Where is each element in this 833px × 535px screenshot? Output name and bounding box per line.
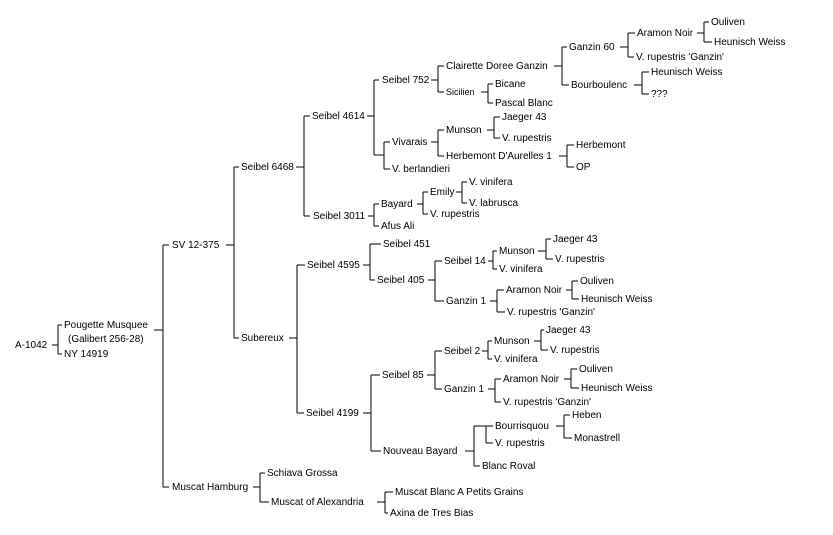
node-pascal-blanc: Pascal Blanc	[495, 98, 553, 109]
node-heunisch-2: Heunisch Weiss	[651, 67, 723, 78]
node-vrup-1: V. rupestris	[502, 133, 552, 144]
node-vrup-ganzin-2: V. rupestris 'Ganzin'	[507, 307, 595, 318]
node-heunisch-1: Heunisch Weiss	[714, 37, 786, 48]
node-labrusca: V. labrusca	[469, 198, 519, 209]
node-monastrell: Monastrell	[574, 433, 620, 444]
node-seibel-85: Seibel 85	[382, 370, 424, 381]
node-ganzin-60: Ganzin 60	[569, 42, 615, 53]
node-axina: Axina de Tres Bias	[390, 508, 473, 519]
node-seibel-4614: Seibel 4614	[312, 111, 365, 122]
node-emily: Emily	[430, 187, 454, 198]
node-vrup-ganzin-3: V. rupestris 'Ganzin'	[503, 397, 591, 408]
node-muscat-alexandria: Muscat of Alexandria	[271, 497, 364, 508]
node-clairette: Clairette Doree Ganzin	[446, 61, 548, 72]
node-seibel-2: Seibel 2	[444, 346, 481, 357]
node-jaeger-2: Jaeger 43	[553, 234, 598, 245]
node-ganzin-1-b: Ganzin 1	[444, 384, 484, 395]
node-unknown: ???	[651, 89, 668, 100]
node-bayard: Bayard	[381, 199, 413, 210]
node-jaeger-1: Jaeger 43	[502, 112, 547, 123]
node-pougette: Pougette Musquee	[64, 320, 148, 331]
node-seibel-752: Seibel 752	[382, 75, 430, 86]
node-op: OP	[576, 162, 591, 173]
node-seibel-4199: Seibel 4199	[306, 408, 359, 419]
node-vrup-2: V. rupestris	[430, 209, 480, 220]
node-vivarais: Vivarais	[392, 137, 427, 148]
connectors	[52, 21, 712, 514]
node-aramon-noir-1: Aramon Noir	[637, 28, 694, 39]
node-vinifera-2: V. vinifera	[499, 264, 543, 275]
node-bourrisquou: Bourrisquou	[495, 421, 549, 432]
node-schiava-grossa: Schiava Grossa	[267, 468, 338, 479]
node-seibel-14: Seibel 14	[444, 256, 486, 267]
node-ouliven-3: Ouliven	[579, 364, 613, 375]
node-seibel-4595: Seibel 4595	[307, 260, 360, 271]
node-blanc-roval: Blanc Roval	[482, 461, 535, 472]
node-afus-ali: Afus Ali	[381, 221, 414, 232]
node-munson-3: Munson	[494, 336, 530, 347]
node-vrup-4: V. rupestris	[550, 345, 600, 356]
node-heben: Heben	[572, 410, 601, 421]
node-pougette-note: (Galibert 256-28)	[68, 334, 144, 345]
node-sv12-375: SV 12-375	[172, 240, 220, 251]
node-vinifera-1: V. vinifera	[469, 177, 513, 188]
node-herbemont-aurelles: Herbemont D'Aurelles 1	[446, 151, 552, 162]
node-vinifera-3: V. vinifera	[494, 354, 538, 365]
node-berlandieri: V. berlandieri	[392, 164, 450, 175]
node-root: A-1042	[15, 340, 48, 351]
node-vrup-ganzin-1: V. rupestris 'Ganzin'	[636, 52, 724, 63]
node-jaeger-3: Jaeger 43	[546, 325, 591, 336]
node-ouliven-2: Ouliven	[580, 276, 614, 287]
node-nouveau-bayard: Nouveau Bayard	[383, 446, 458, 457]
node-subereux: Subereux	[241, 333, 284, 344]
node-vrup-5: V. rupestris	[495, 438, 545, 449]
node-sicilien: Sicilien	[446, 87, 475, 97]
node-ouliven-1: Ouliven	[711, 17, 745, 28]
node-aramon-noir-3: Aramon Noir	[503, 374, 560, 385]
node-seibel-451: Seibel 451	[383, 239, 431, 250]
node-vrup-3: V. rupestris	[555, 254, 605, 265]
node-muscat-hamburg: Muscat Hamburg	[172, 482, 248, 493]
node-muscat-blanc: Muscat Blanc A Petits Grains	[395, 487, 523, 498]
node-munson-1: Munson	[446, 125, 482, 136]
node-bourboulenc: Bourboulenc	[571, 80, 627, 91]
node-seibel-3011: Seibel 3011	[313, 211, 366, 222]
node-seibel-405: Seibel 405	[377, 275, 425, 286]
node-aramon-noir-2: Aramon Noir	[506, 285, 563, 296]
node-seibel-6468: Seibel 6468	[241, 162, 294, 173]
node-herbemont: Herbemont	[576, 140, 626, 151]
node-heunisch-3: Heunisch Weiss	[581, 294, 653, 305]
node-heunisch-4: Heunisch Weiss	[581, 383, 653, 394]
node-ganzin-1-a: Ganzin 1	[446, 296, 486, 307]
node-munson-2: Munson	[499, 246, 535, 257]
node-ny14919: NY 14919	[64, 349, 109, 360]
node-bicane: Bicane	[495, 79, 526, 90]
